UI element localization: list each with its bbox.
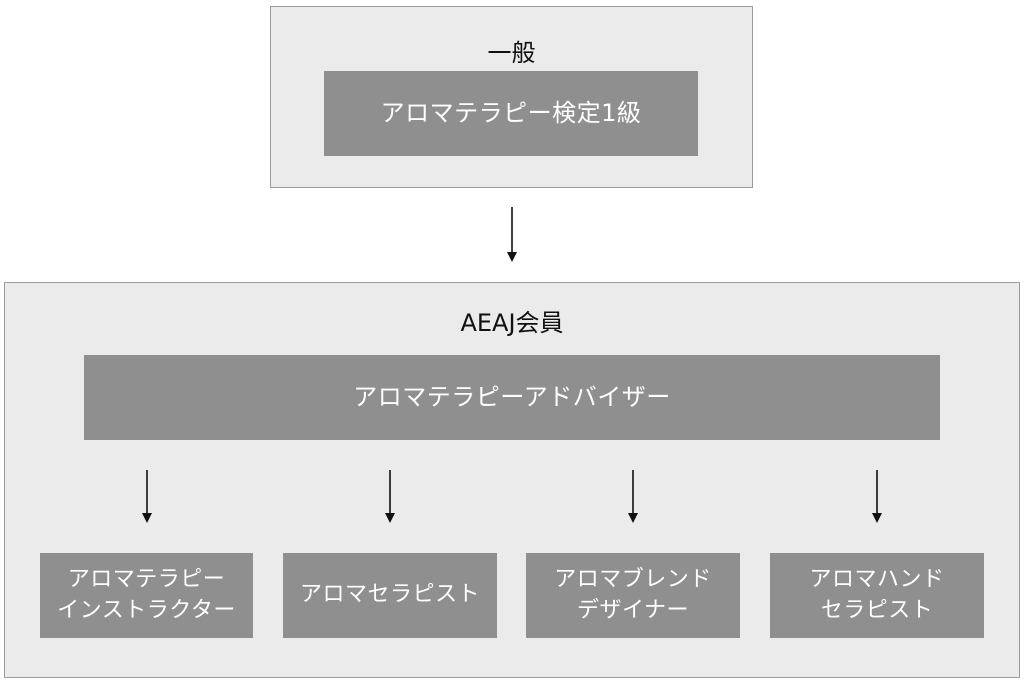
instructor-box: アロマテラピー インストラクター — [40, 553, 253, 638]
advisor-box: アロマテラピーアドバイザー — [84, 355, 940, 440]
arrow-down-icon — [141, 470, 153, 524]
aeaj-member-panel-title: AEAJ会員 — [460, 309, 564, 337]
exam-level1-box: アロマテラピー検定1級 — [324, 71, 698, 156]
blend-designer-box: アロマブレンド デザイナー — [526, 553, 740, 638]
therapist-box: アロマセラピスト — [283, 553, 497, 638]
arrow-down-icon — [871, 470, 883, 524]
hand-therapist-box: アロマハンド セラピスト — [770, 553, 984, 638]
arrow-down-icon — [506, 207, 518, 263]
arrow-down-icon — [627, 470, 639, 524]
arrow-down-icon — [384, 470, 396, 524]
general-panel-title: 一般 — [487, 39, 536, 67]
